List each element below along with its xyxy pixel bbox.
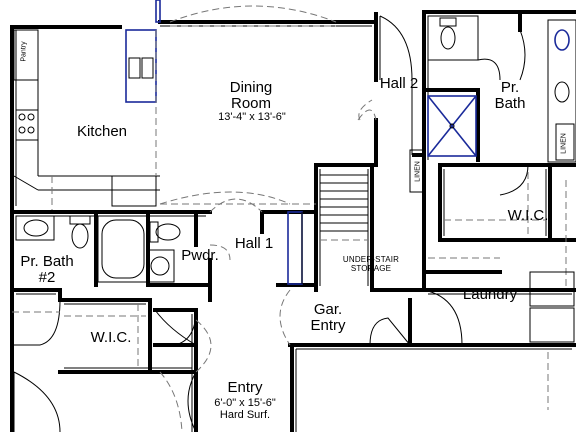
label-wic-left: W.I.C.: [90, 329, 132, 346]
label-under-stair-storage: UNDER-STAIR STORAGE: [342, 255, 400, 273]
label-hall-1: Hall 1: [234, 235, 274, 252]
right-closets: [423, 172, 575, 410]
label-dining-dims: 13'-4" x 13'-6": [218, 111, 286, 123]
label-laundry: Laundry: [462, 286, 518, 303]
hall-2: [358, 15, 425, 193]
label-dining-room: Dining Room: [229, 79, 273, 113]
label-primary-bath: Pr. Bath: [494, 79, 526, 113]
label-entry: Entry: [227, 379, 263, 396]
label-linen-left: LINEN: [414, 161, 422, 182]
label-powder-room: Pwdr.: [181, 247, 219, 264]
stairs: [287, 174, 368, 285]
label-hall-2: Hall 2: [379, 75, 419, 92]
kitchen-fixtures: [13, 0, 161, 207]
label-wic-right: W.I.C.: [507, 207, 549, 224]
garage-entry: [279, 289, 411, 346]
label-entry-dims: 6'-0" x 15'-6": [214, 397, 276, 409]
label-pantry: Pantry: [20, 41, 28, 62]
label-linen-right: LINEN: [560, 133, 568, 154]
label-kitchen: Kitchen: [76, 123, 128, 140]
primary-bath: [427, 15, 576, 196]
dashed-lines: [12, 176, 60, 313]
bath-2-fixtures: [15, 215, 231, 283]
dining-room: [159, 5, 377, 213]
walls: [10, 10, 576, 432]
label-entry-surface: Hard Surf.: [219, 409, 271, 421]
label-bath-2: Pr. Bath #2: [20, 253, 74, 287]
label-garage-entry: Gar. Entry: [310, 301, 346, 335]
left-closets: [12, 299, 212, 432]
